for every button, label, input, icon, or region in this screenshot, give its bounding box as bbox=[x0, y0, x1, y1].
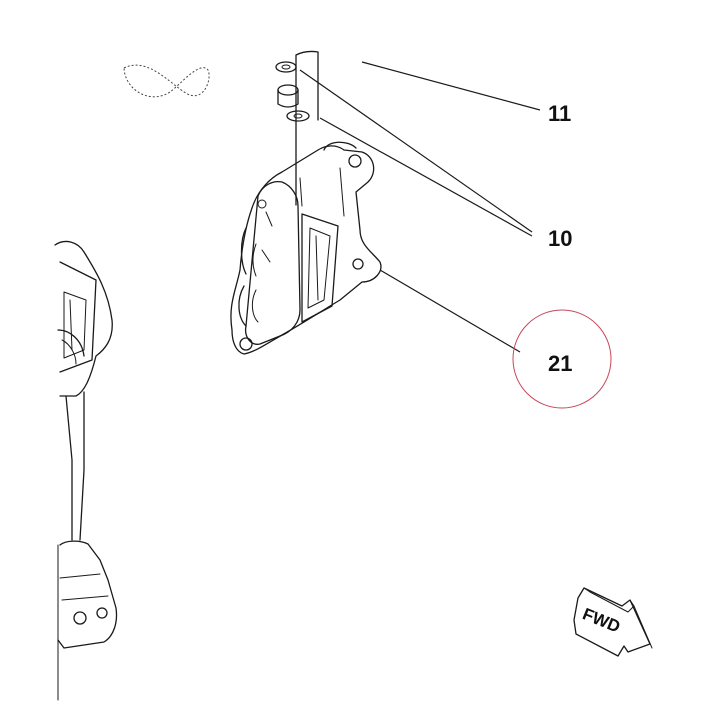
fwd-arrow-label: FWD bbox=[580, 604, 623, 636]
decorative-loop bbox=[123, 64, 210, 98]
leader-line-10b bbox=[319, 117, 533, 237]
fwd-direction-arrow: FWD bbox=[573, 587, 653, 657]
leader-line-11 bbox=[361, 61, 541, 111]
spacer-collar bbox=[277, 84, 299, 108]
brake-caliper bbox=[230, 141, 382, 355]
leader-line-21 bbox=[379, 269, 521, 353]
mounting-shaft bbox=[295, 50, 319, 206]
callout-label-21: 21 bbox=[548, 351, 572, 376]
highlight-circle-21 bbox=[512, 309, 612, 409]
callout-label-11: 11 bbox=[548, 101, 571, 126]
washer-lower bbox=[286, 110, 310, 122]
adjacent-fork-assembly bbox=[54, 240, 118, 701]
fwd-arrow-shape bbox=[573, 587, 651, 657]
leader-line-10a bbox=[299, 69, 533, 233]
callout-label-10: 10 bbox=[548, 226, 572, 251]
washer-top bbox=[275, 61, 297, 73]
